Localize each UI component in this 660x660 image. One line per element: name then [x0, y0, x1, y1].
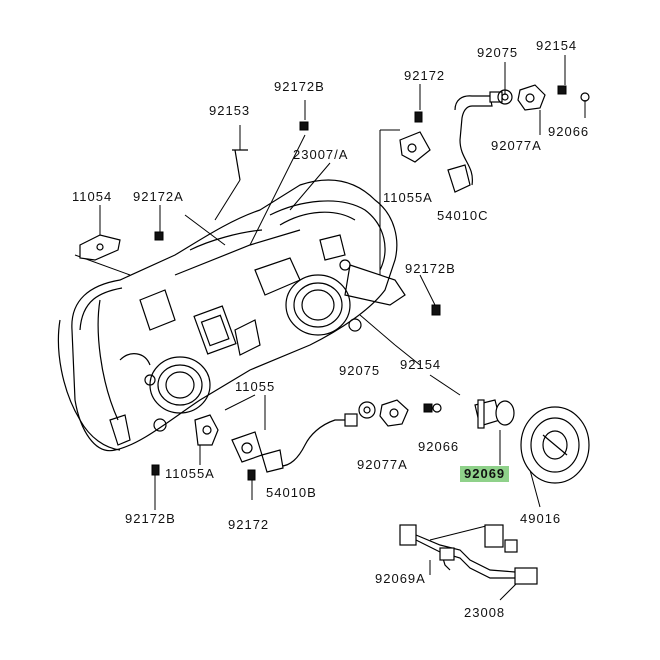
label-92075-top: 92075 [477, 45, 519, 60]
label-54010C: 54010C [437, 208, 489, 223]
label-92069-highlighted: 92069 [460, 466, 510, 482]
label-92172-bottom: 92172 [228, 517, 270, 532]
label-92075-mid: 92075 [339, 363, 381, 378]
middle-bulb-assembly [358, 399, 442, 427]
label-92154-mid: 92154 [400, 357, 442, 372]
headlight-housing [57, 179, 406, 452]
label-92172B-bottom: 92172B [125, 511, 176, 526]
label-49016: 49016 [520, 511, 562, 526]
label-11055A-bottom: 11055A [165, 466, 215, 481]
label-23008: 23008 [464, 605, 506, 620]
label-11054: 11054 [72, 189, 113, 204]
label-92066-mid: 92066 [418, 439, 460, 454]
label-92077A-top: 92077A [491, 138, 542, 153]
label-92172-top: 92172 [404, 68, 446, 83]
label-92154-top: 92154 [536, 38, 578, 53]
label-92077A-mid: 92077A [357, 457, 408, 472]
label-11055: 11055 [235, 379, 276, 394]
cover-49016 [520, 406, 590, 484]
bulb-92069 [474, 399, 515, 429]
label-23007A: 23007/A [293, 147, 349, 162]
label-92172B-right: 92172B [405, 261, 456, 276]
label-54010B: 54010B [266, 485, 317, 500]
label-92172A: 92172A [133, 189, 184, 204]
lower-left-bulb-assembly [151, 413, 358, 481]
label-92172B-top: 92172B [274, 79, 325, 94]
label-11055A-top: 11055A [383, 190, 433, 205]
label-92069A: 92069A [375, 571, 426, 586]
upper-left-parts [79, 121, 441, 316]
upper-bulb-assembly [399, 84, 590, 193]
label-92153: 92153 [209, 103, 251, 118]
label-92066-top: 92066 [548, 124, 590, 139]
wiring-harness-23008 [399, 524, 538, 585]
